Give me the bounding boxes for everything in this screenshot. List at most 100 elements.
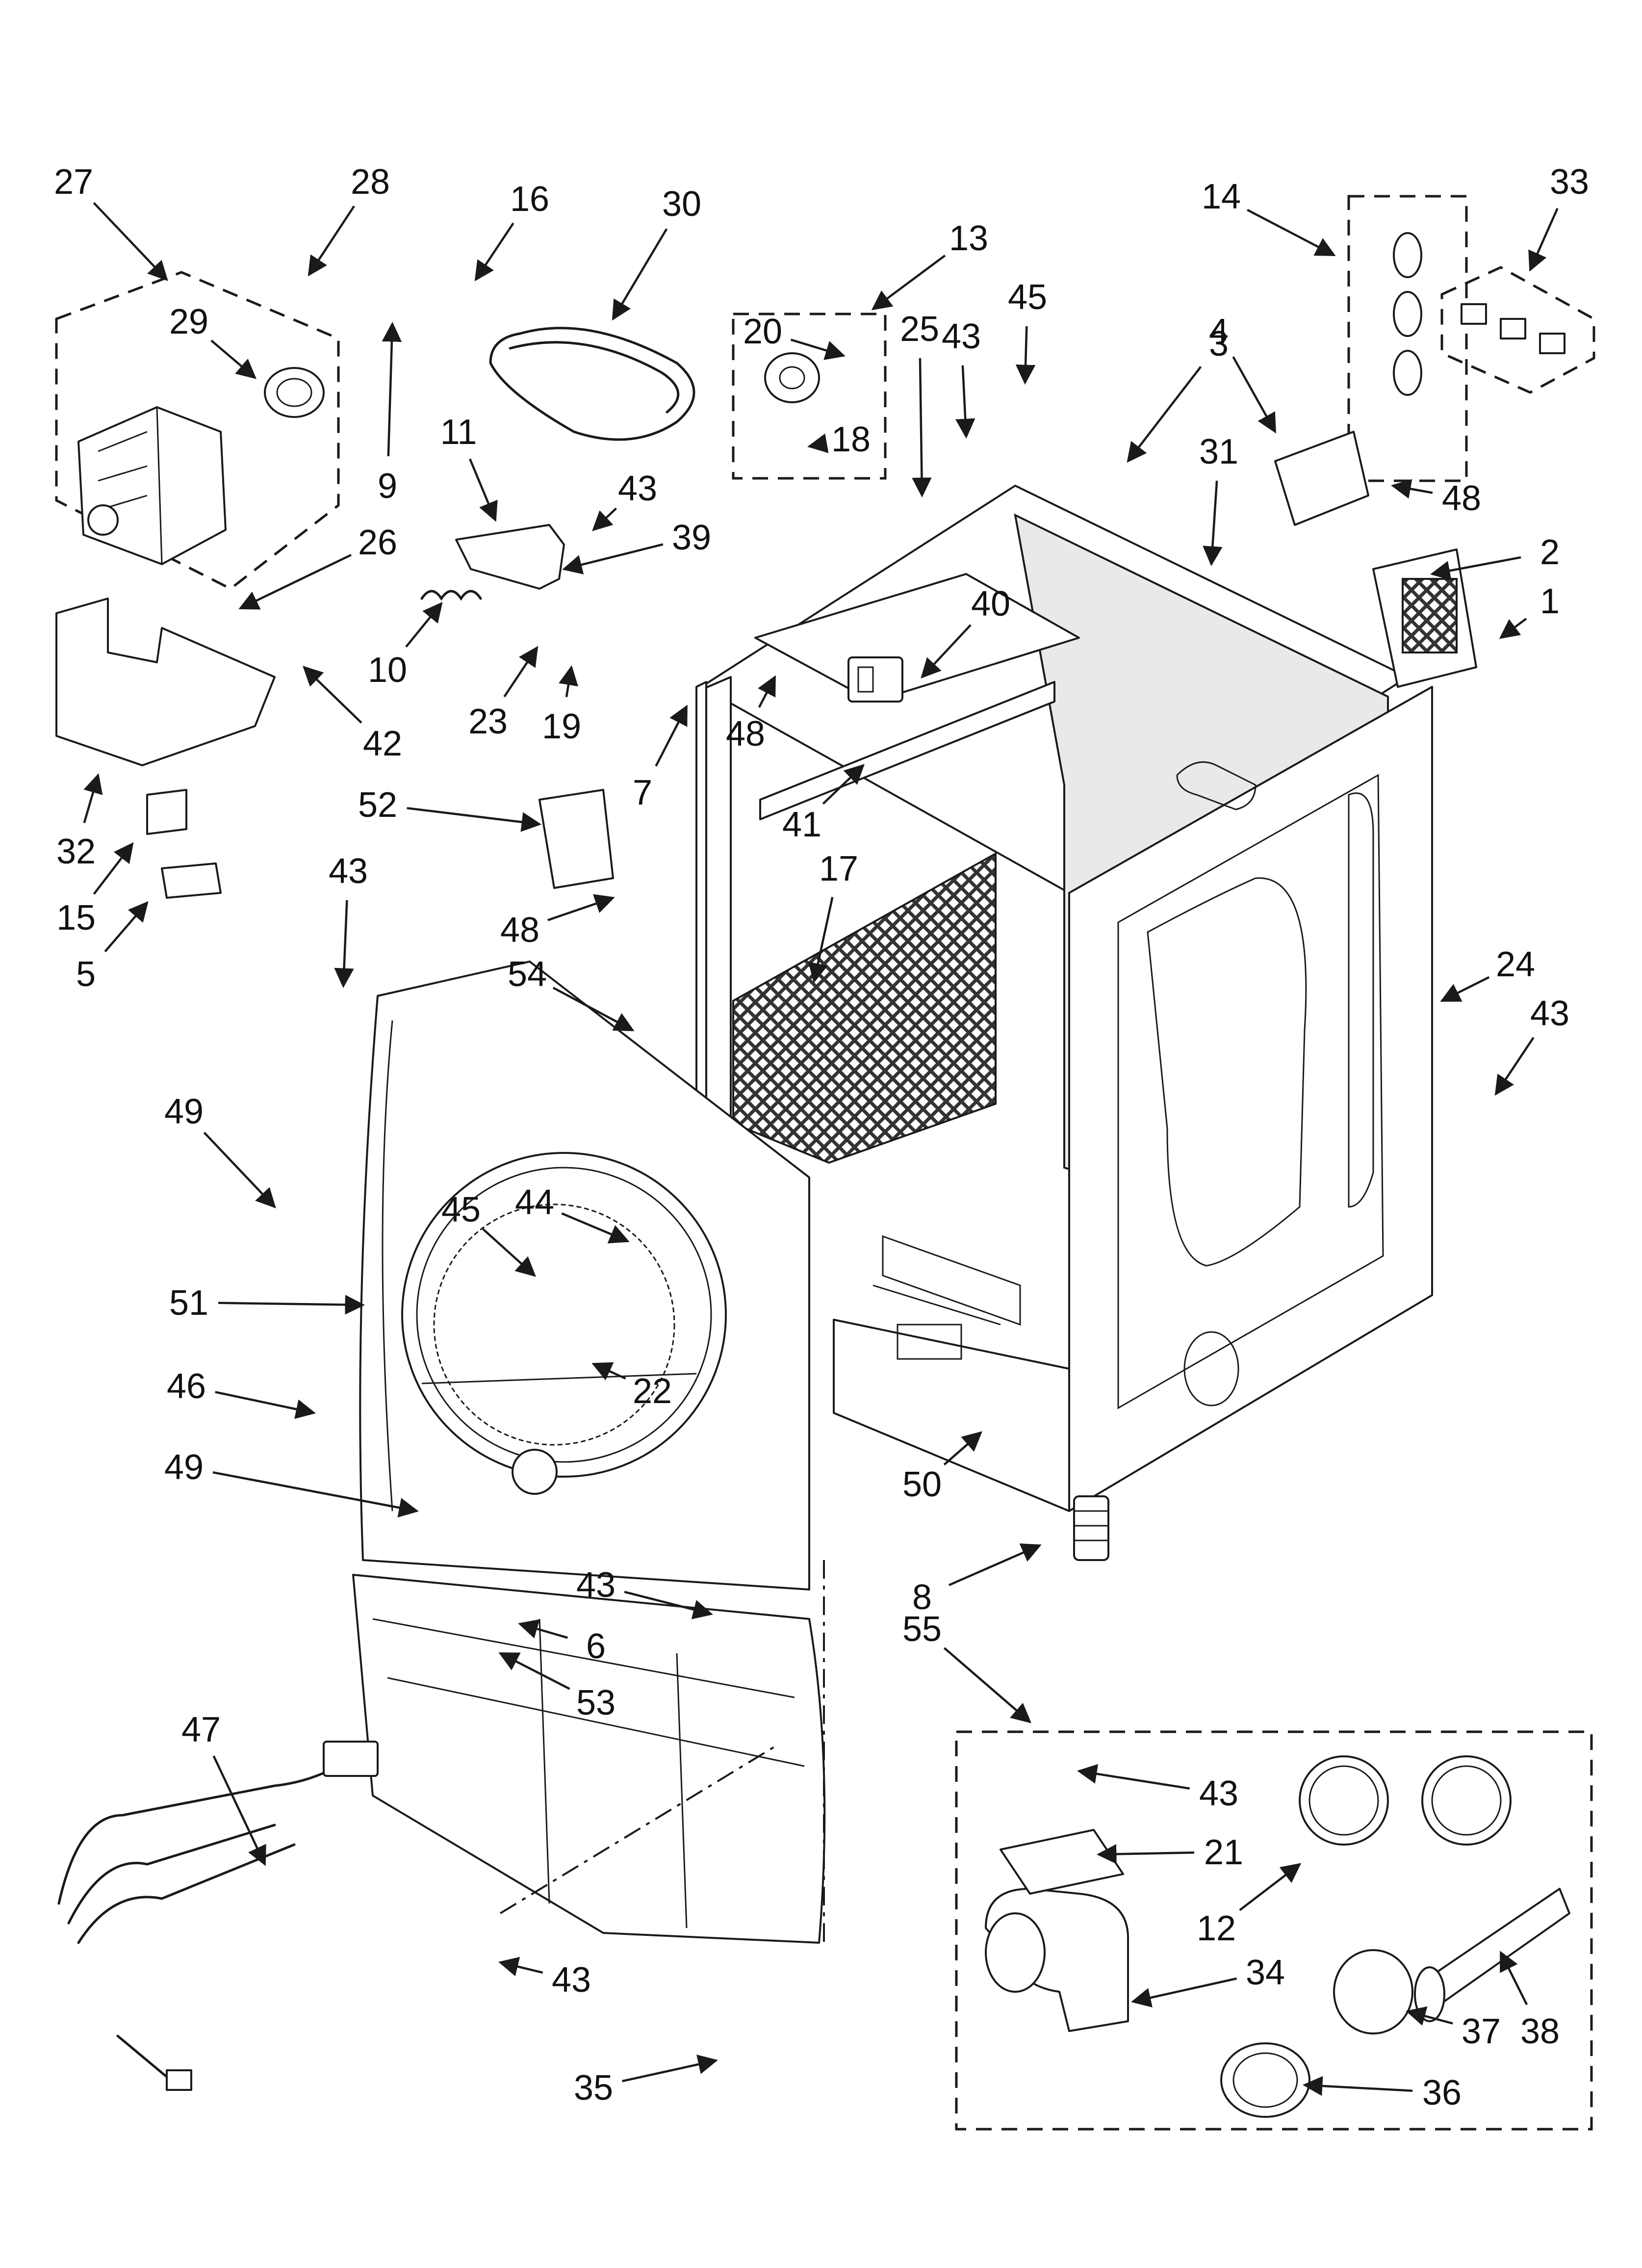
callout-40: 40 xyxy=(971,584,1010,624)
leader-line-3 xyxy=(1127,366,1202,463)
callout-32: 32 xyxy=(56,832,96,871)
leader-line-43 xyxy=(955,365,975,439)
drive-belt xyxy=(489,327,695,441)
callout-3: 3 xyxy=(1209,324,1229,364)
leader-line-30 xyxy=(612,228,668,321)
leader-line-45 xyxy=(1015,326,1036,385)
leader-line-25 xyxy=(912,358,932,498)
motor-assembly-group-box xyxy=(55,271,340,590)
callout-4: 4 xyxy=(1209,312,1229,351)
wire-clip xyxy=(146,789,187,835)
leader-line-29 xyxy=(210,339,257,379)
leader-line-8 xyxy=(949,1543,1042,1587)
exhaust-cap-left xyxy=(1299,1755,1389,1846)
leader-line-52 xyxy=(407,807,542,832)
callout-11: 11 xyxy=(440,413,477,452)
leader-line-27 xyxy=(93,202,168,281)
callout-29: 29 xyxy=(169,302,208,341)
leader-line-49 xyxy=(203,1131,276,1208)
terminal-clips-group-box xyxy=(1440,266,1595,394)
leader-line-40 xyxy=(921,624,972,678)
callout-27: 27 xyxy=(54,162,93,202)
leader-line-43 xyxy=(1494,1037,1535,1096)
callout-49: 49 xyxy=(164,1448,204,1487)
leader-line-53 xyxy=(498,1652,570,1690)
terminal-cover xyxy=(1372,548,1477,688)
callout-48: 48 xyxy=(1442,479,1481,518)
callout-1: 1 xyxy=(1540,582,1560,621)
exhaust-cap-right xyxy=(1421,1755,1512,1846)
leader-line-6 xyxy=(518,1619,568,1639)
leader-line-15 xyxy=(93,842,134,895)
callout-9: 9 xyxy=(378,467,397,506)
callout-36: 36 xyxy=(1422,2073,1462,2112)
callout-37: 37 xyxy=(1462,2012,1501,2051)
leader-line-18 xyxy=(807,433,829,453)
idler-pulley xyxy=(764,352,820,403)
callout-8: 8 xyxy=(912,1578,932,1617)
leader-line-36 xyxy=(1302,2076,1413,2096)
callout-54: 54 xyxy=(508,955,547,994)
callout-17: 17 xyxy=(819,849,858,888)
callout-18: 18 xyxy=(831,420,871,459)
callout-52: 52 xyxy=(358,785,397,825)
callout-23: 23 xyxy=(468,702,508,741)
leader-line-21 xyxy=(1096,1844,1195,1864)
callout-43: 43 xyxy=(329,852,368,891)
terminal-block-group-box xyxy=(1347,195,1468,482)
callout-47: 47 xyxy=(181,1710,221,1749)
callout-31: 31 xyxy=(1199,432,1238,471)
callout-26: 26 xyxy=(358,523,397,562)
leader-line-7 xyxy=(655,704,688,767)
callout-21: 21 xyxy=(1204,1833,1243,1872)
leader-line-43 xyxy=(592,507,617,531)
leader-line-43 xyxy=(1077,1764,1190,1790)
moisture-sensor xyxy=(847,656,903,703)
callout-12: 12 xyxy=(1197,1909,1236,1948)
leader-line-48 xyxy=(547,894,615,921)
leader-line-54 xyxy=(552,987,635,1031)
leader-line-19 xyxy=(559,665,579,698)
motor-mount xyxy=(55,598,276,766)
callout-43: 43 xyxy=(618,469,657,508)
leader-line-43 xyxy=(624,1590,713,1619)
front-panel xyxy=(359,961,810,1590)
callout-24: 24 xyxy=(1496,945,1535,984)
wire-harness xyxy=(57,1741,379,2091)
leader-line-28 xyxy=(308,205,355,277)
filter-screen xyxy=(732,852,997,1164)
callout-48: 48 xyxy=(500,911,539,950)
callout-28: 28 xyxy=(351,162,390,202)
blower-wheel xyxy=(264,367,325,418)
leader-line-46 xyxy=(215,1391,316,1419)
callout-45: 45 xyxy=(1008,278,1047,317)
callout-38: 38 xyxy=(1520,2012,1560,2051)
callout-50: 50 xyxy=(902,1465,942,1504)
leader-line-34 xyxy=(1131,1977,1237,2007)
leveling-foot xyxy=(1073,1495,1109,1561)
leader-line-31 xyxy=(1203,480,1223,567)
leader-line-55 xyxy=(943,1647,1032,1723)
leader-line-44 xyxy=(561,1212,630,1244)
leader-line-16 xyxy=(474,222,514,282)
terminal-clips xyxy=(1461,303,1565,354)
callout-55: 55 xyxy=(902,1610,942,1649)
leader-lines xyxy=(83,202,1559,2096)
control-bracket xyxy=(539,789,614,889)
callout-44: 44 xyxy=(515,1183,554,1222)
motor-switch xyxy=(161,862,222,899)
power-cord-contacts xyxy=(1393,232,1422,396)
leader-line-47 xyxy=(212,1755,266,1866)
leader-line-43 xyxy=(498,1956,543,1977)
callout-42: 42 xyxy=(363,724,402,763)
exhaust-kit-group-box xyxy=(955,1730,1593,2131)
leader-line-17 xyxy=(808,897,834,983)
leader-line-1 xyxy=(1499,618,1527,639)
leader-line-48 xyxy=(758,675,776,708)
callout-45: 45 xyxy=(441,1190,481,1229)
leader-line-33 xyxy=(1528,208,1559,272)
leader-line-14 xyxy=(1247,209,1336,256)
callout-43: 43 xyxy=(1199,1774,1238,1813)
idler-spring xyxy=(420,590,482,601)
